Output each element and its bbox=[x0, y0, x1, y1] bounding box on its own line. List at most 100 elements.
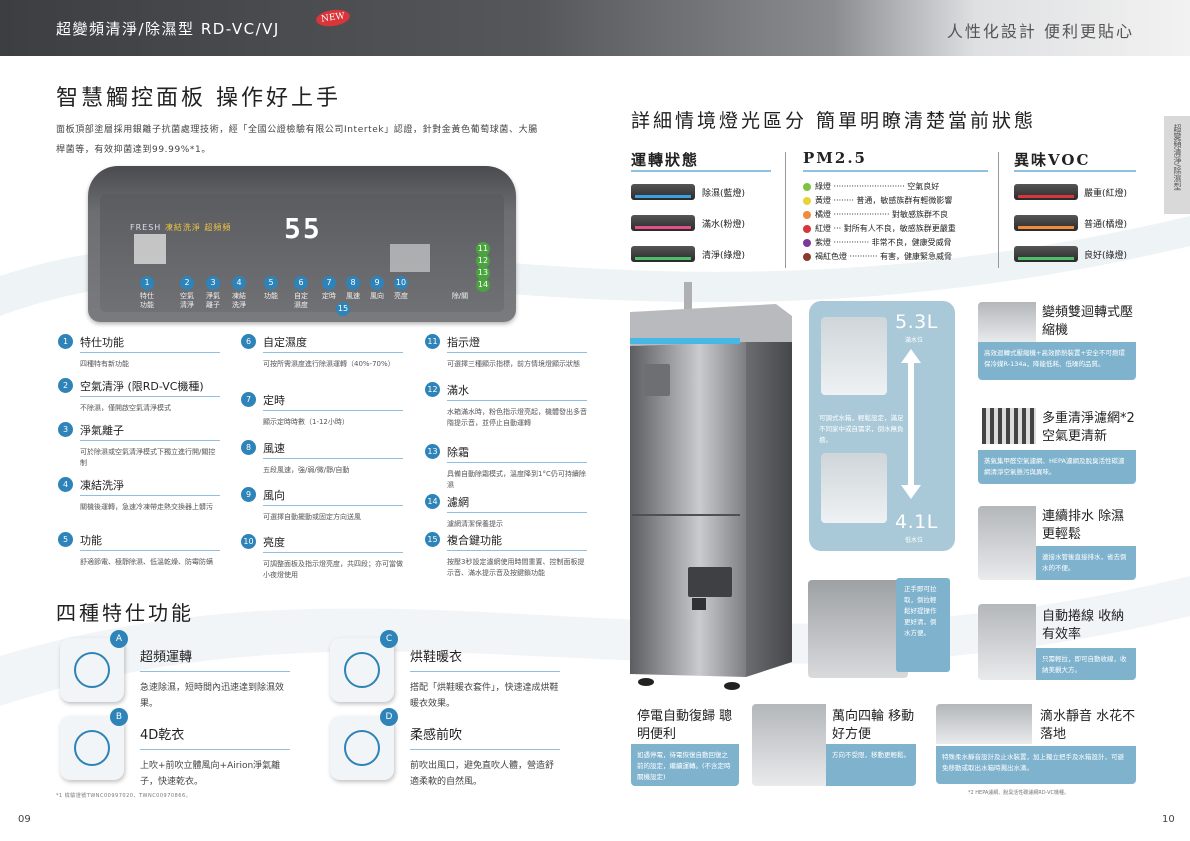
soft-wind-icon bbox=[330, 716, 394, 780]
right-footnote: *2 HEPA濾網、脫臭活性碳濾網RD-VC機種。 bbox=[968, 790, 1070, 796]
panel-side-12: 12 bbox=[476, 254, 490, 268]
pm25-text: 綠燈 ···························· 空氣良好 bbox=[815, 182, 940, 191]
feature-11: 11 指示燈 可選擇三種顯示指標，前方情境燈顯示狀態 bbox=[425, 334, 587, 370]
voc-label: 良好(綠燈) bbox=[1084, 251, 1128, 261]
feature-desc: 具備自動除霜模式，溫度降到1°C仍可持續除濕 bbox=[447, 470, 586, 489]
header-slogan: 人性化設計 便利更貼心 bbox=[946, 22, 1134, 41]
feature-number: 8 bbox=[241, 440, 256, 455]
function-desc: 急速除濕，短時間內迅速達到除濕效果。 bbox=[140, 683, 285, 709]
panel-label-9: 風向 bbox=[370, 292, 384, 300]
drain-hose-image bbox=[978, 506, 1036, 580]
status-label: 除濕(藍燈) bbox=[702, 189, 746, 199]
drip-tray-image bbox=[936, 704, 1032, 744]
function-badge: C bbox=[380, 630, 398, 648]
feature-title: 萬向四輪 移動好方便 bbox=[832, 709, 915, 742]
feature-title: 風向 bbox=[263, 487, 403, 506]
feature-title: 自定濕度 bbox=[263, 334, 403, 353]
feature-title: 功能 bbox=[80, 532, 220, 551]
panel-mode-list bbox=[134, 234, 166, 264]
feature-2: 2 空氣清淨 (限RD-VC機種) 不除濕，僅開啟空氣清淨模式 bbox=[58, 378, 220, 414]
drain-feature: 連續排水 除濕更輕鬆 連接水管後直接排水，省去倒水的不便。 bbox=[978, 506, 1136, 580]
feature-title: 自動捲線 收納有效率 bbox=[1042, 609, 1125, 642]
feature-title: 定時 bbox=[263, 392, 403, 411]
section-side-tab: 超變頻清淨/除濕型 bbox=[1164, 116, 1190, 214]
panel-label-3: 淨氣 離子 bbox=[206, 292, 220, 309]
tank-capacity-low: 4.1L bbox=[895, 511, 938, 533]
feature-number: 7 bbox=[241, 392, 256, 407]
pm25-item: 紅燈 ··· 對所有人不良，敏感族群更嚴重 bbox=[803, 223, 956, 234]
special-function-b: B 4D乾衣 上吹+前吹立體風向+Airion淨氣離子，快速乾衣。 bbox=[60, 708, 390, 790]
pm25-text: 紫燈 ·············· 非常不良，健康受威脅 bbox=[815, 238, 952, 247]
feature-title: 亮度 bbox=[263, 534, 403, 553]
dehumidifier-product-image bbox=[630, 282, 792, 690]
feature-desc: 顯示定時時數（1-12小時） bbox=[263, 418, 349, 426]
function-title: 柔感前吹 bbox=[410, 724, 560, 750]
feature-desc: 舒適節電、極靜除濕、低溫乾燥、防霉防螨 bbox=[80, 558, 213, 566]
new-badge: NEW bbox=[315, 7, 351, 29]
pm25-dot bbox=[803, 183, 811, 191]
panel-label-1: 特仕 功能 bbox=[140, 292, 154, 309]
feature-number: 2 bbox=[58, 378, 73, 393]
feature-desc: 水箱滿水時，粉色指示燈亮起，機體發出多音階提示音，並停止自動運轉 bbox=[447, 408, 587, 427]
special-function-d: D 柔感前吹 前吹出風口，避免直吹人體，營造舒適柔軟的自然風。 bbox=[330, 708, 660, 790]
function-desc: 搭配「烘鞋暖衣套件」，快速達成烘鞋暖衣效果。 bbox=[410, 683, 559, 709]
pm25-dot bbox=[803, 253, 811, 261]
panel-brand-logo: FRESH bbox=[130, 223, 162, 232]
tank-full-image bbox=[821, 317, 887, 395]
feature-desc: 濾網清潔保養提示 bbox=[447, 520, 503, 528]
pm25-text: 橘燈 ······················ 對敏感族群不良 bbox=[815, 210, 949, 219]
voc-lamp-green bbox=[1014, 246, 1078, 262]
pm25-text: 褐紅色燈 ··········· 有害，健康緊急威脅 bbox=[815, 252, 953, 261]
feature-desc: 可選擇自動擺動或固定方向送風 bbox=[263, 513, 361, 521]
capacity-arrow-icon bbox=[901, 349, 921, 499]
shoe-dry-icon bbox=[330, 638, 394, 702]
feature-desc: 可按所需濕度進行除濕運轉（40%-70%） bbox=[263, 360, 395, 368]
tank-desc: 可調式水箱，輕鬆設定，滿足不同家中或自需求，倒水無負擔。 bbox=[819, 414, 904, 444]
feature-title: 指示燈 bbox=[447, 334, 587, 353]
feature-6: 6 自定濕度 可按所需濕度進行除濕運轉（40%-70%） bbox=[241, 334, 403, 370]
feature-4: 4 凍結洗淨 關機後運轉，急速冷凍帶走熱交換器上髒污 bbox=[58, 477, 220, 513]
column-separator bbox=[785, 152, 786, 268]
product-title: 超變頻清淨/除濕型 RD-VC/VJ bbox=[56, 20, 280, 38]
panel-label-5: 功能 bbox=[264, 292, 278, 300]
status-lamp-green bbox=[631, 246, 695, 262]
panel-button-10: 10 bbox=[394, 276, 408, 290]
feature-number: 10 bbox=[241, 534, 256, 549]
feature-desc: 方向不受限，移動更輕鬆。 bbox=[826, 744, 916, 786]
tank-capacity-full-label: 滿水位 bbox=[905, 337, 924, 344]
feature-title: 濾網 bbox=[447, 494, 587, 513]
feature-desc: 可選擇三種顯示指標，前方情境燈顯示狀態 bbox=[447, 360, 580, 368]
humidity-display: 55 bbox=[284, 212, 322, 245]
pm25-heading: PM2.5 bbox=[803, 149, 867, 167]
panel-button-4: 4 bbox=[232, 276, 246, 290]
panel-side-14: 14 bbox=[476, 278, 490, 292]
function-title: 4D乾衣 bbox=[140, 724, 290, 750]
turbo-icon bbox=[60, 638, 124, 702]
panel-label-8: 風速 bbox=[346, 292, 360, 300]
feature-title: 風速 bbox=[263, 440, 403, 459]
feature-desc: 可於除濕或空氣清淨模式下獨立進行開/關控制 bbox=[80, 448, 216, 467]
power-recovery-feature: 停電自動復歸 聰明便利 如遇停電，待電恢復自動回復之前的設定，繼續運轉。(不含定… bbox=[631, 704, 739, 786]
feature-desc: 可調整面板及指示燈亮度，共四段；亦可當做小夜燈使用 bbox=[263, 560, 403, 579]
panel-brand-sub: 凍結洗淨 超頻頻 bbox=[164, 223, 232, 232]
feature-desc: 四種特有新功能 bbox=[80, 360, 129, 368]
panel-intro: 面板頂部塗層採用銀離子抗菌處理技術，經「全國公證檢驗有限公司Intertek」認… bbox=[56, 125, 538, 155]
panel-brand: FRESH 凍結洗淨 超頻頻 bbox=[130, 222, 231, 233]
panel-label-7: 定時 bbox=[322, 292, 336, 300]
feature-number: 4 bbox=[58, 477, 73, 492]
lighting-heading: 詳細情境燈光區分 簡單明瞭清楚當前狀態 bbox=[631, 110, 1037, 132]
feature-desc: 如遇停電，待電恢復自動回復之前的設定，繼續運轉。(不含定時關機設定) bbox=[631, 744, 739, 786]
feature-desc: 只需輕拉，即可自動收線，收納美觀大方。 bbox=[1036, 648, 1136, 680]
caster-feature: 萬向四輪 移動好方便 方向不受限，移動更輕鬆。 bbox=[752, 704, 916, 786]
panel-button-3: 3 bbox=[206, 276, 220, 290]
drawer-image bbox=[808, 580, 908, 678]
panel-button-15: 15 bbox=[336, 302, 350, 316]
function-title: 超頻運轉 bbox=[140, 646, 290, 672]
panel-label-15: 除/關 bbox=[451, 292, 469, 300]
feature-title: 滴水靜音 水花不落地 bbox=[1040, 709, 1136, 742]
compressor-feature: 變頻雙迴轉式壓縮機 高效迴轉式壓縮機+高效節熱裝置+安全不可燃環保冷媒R-134… bbox=[978, 302, 1136, 380]
feature-title: 停電自動復歸 聰明便利 bbox=[637, 709, 733, 742]
voc-label: 嚴重(紅燈) bbox=[1084, 189, 1128, 199]
feature-number: 6 bbox=[241, 334, 256, 349]
pm25-text: 紅燈 ··· 對所有人不良，敏感族群更嚴重 bbox=[815, 224, 956, 233]
